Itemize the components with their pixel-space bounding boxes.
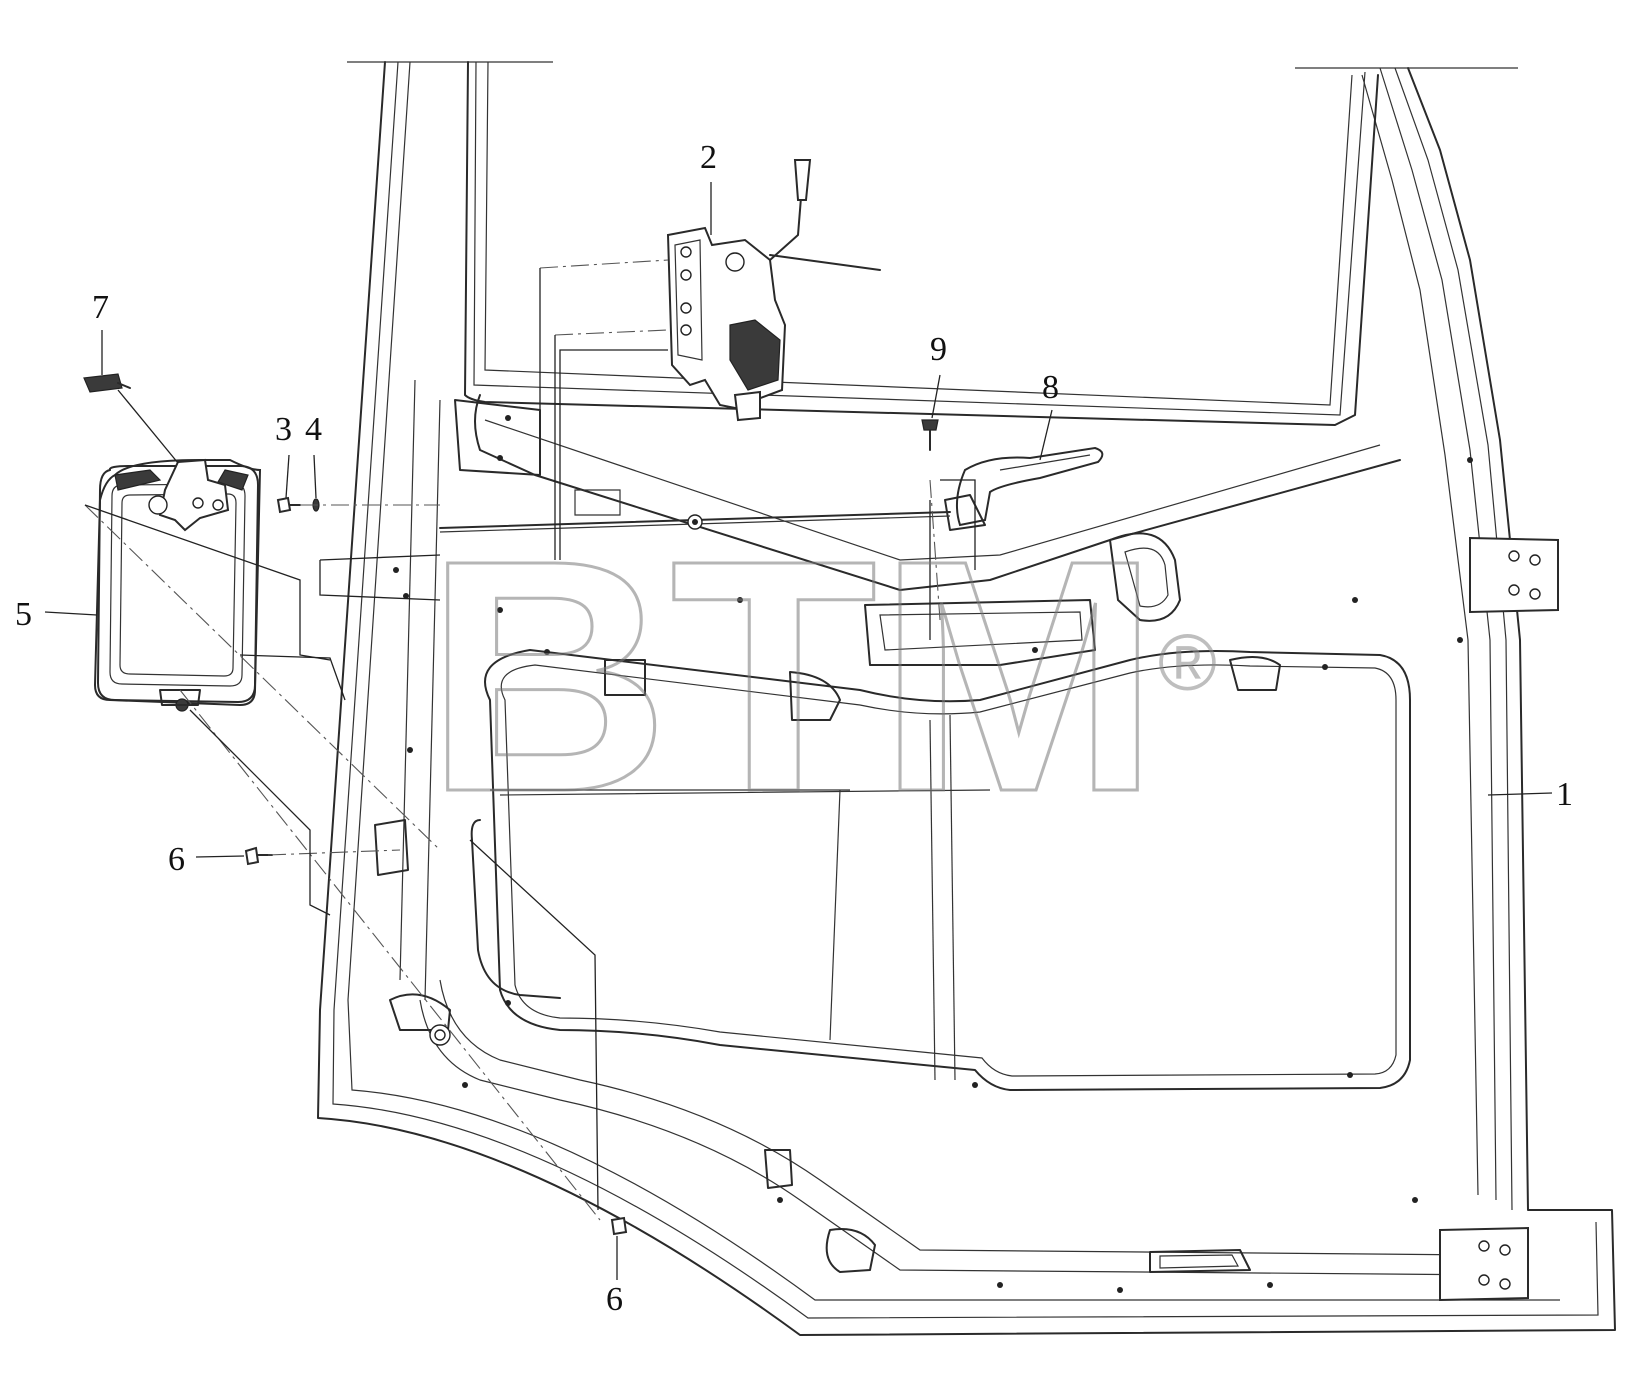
inner-door-handle xyxy=(439,446,1104,533)
bolt-6-left xyxy=(244,846,273,866)
key xyxy=(83,373,131,393)
btm-watermark: BTM ® xyxy=(424,490,1217,862)
callout-6-bottom: 6 xyxy=(606,1281,623,1318)
door-lock-mechanism xyxy=(666,159,881,422)
callout-labels: 1 2 3 4 5 6 6 7 8 9 xyxy=(15,139,1573,1318)
bolt-6-bottom xyxy=(610,1216,628,1236)
callout-1: 1 xyxy=(1556,776,1573,813)
lower-hinge xyxy=(1439,1226,1529,1302)
callout-3: 3 xyxy=(275,411,292,448)
handle-lock-cylinder xyxy=(148,458,230,712)
callout-7: 7 xyxy=(92,289,109,326)
callout-6-left: 6 xyxy=(168,841,185,878)
screw-9 xyxy=(921,419,939,451)
upper-hinge xyxy=(1469,536,1559,614)
callout-8: 8 xyxy=(1042,369,1059,406)
callout-4: 4 xyxy=(305,411,322,448)
watermark-registered-mark: ® xyxy=(1158,618,1217,707)
outer-handle-bezel xyxy=(93,459,262,707)
assembly-brackets xyxy=(84,268,976,1211)
callout-9: 9 xyxy=(930,331,947,368)
watermark-text: BTM xyxy=(425,491,1160,860)
assembly-center-lines xyxy=(84,259,941,1221)
panel-holes xyxy=(393,415,1473,1293)
callout-5: 5 xyxy=(15,596,32,633)
screw-3 xyxy=(276,496,301,514)
callout-leaders xyxy=(44,182,1553,1280)
callout-2: 2 xyxy=(700,139,717,176)
door-panel xyxy=(317,61,1616,1336)
